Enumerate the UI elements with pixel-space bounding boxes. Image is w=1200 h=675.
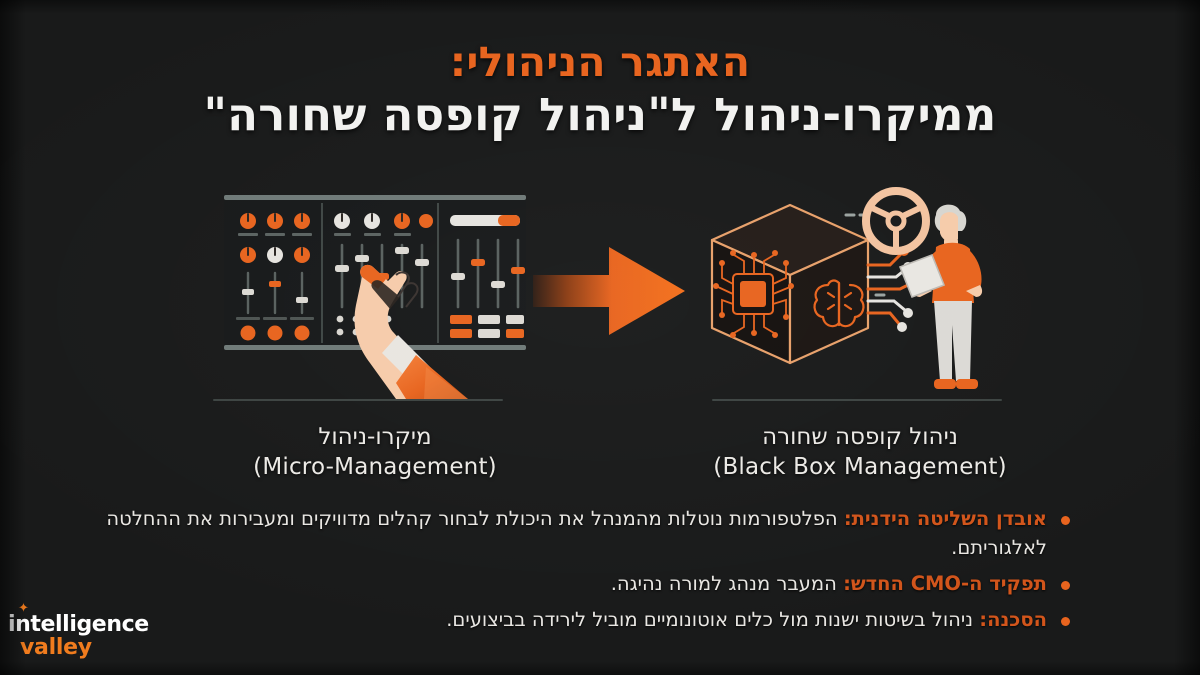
person-with-clipboard-icon: [898, 204, 983, 389]
divider-right: [712, 399, 1002, 401]
list-item: תפקיד ה-CMO החדש: המעבר מנהג למורה נהיגה…: [80, 570, 1070, 599]
bullet-lead: אובדן השליטה הידנית:: [843, 507, 1047, 530]
logo[interactable]: ✦ intelligence valley: [8, 602, 158, 660]
illustration-black-box-management: [700, 185, 1000, 400]
illustration-micro-management: [210, 185, 540, 400]
bullet-body: ניהול בשיטות ישנות מול כלים אוטונומיים מ…: [446, 607, 980, 631]
divider-left: [213, 399, 503, 401]
bullet-lead: תפקיד ה-CMO החדש:: [843, 571, 1047, 595]
bullet-dot-icon: [1061, 516, 1070, 525]
cube-icon: [710, 203, 870, 365]
caption-left-hebrew: מיקרו-ניהול: [318, 424, 432, 450]
bullet-lead: הסכנה:: [979, 607, 1047, 631]
caption-left-english: (Micro-Management): [253, 454, 497, 481]
title-line-2: ממיקרו-ניהול ל"ניהול קופסה שחורה": [203, 88, 997, 142]
bullet-body: המעבר מנהג למורה נהיגה.: [610, 571, 844, 595]
arrow-right-icon: [533, 243, 685, 339]
list-item: אובדן השליטה הידנית: הפלטפורמות נוטלות מ…: [80, 505, 1070, 563]
page-title: האתגר הניהולי: ממיקרו-ניהול ל"ניהול קופס…: [0, 38, 1200, 143]
steering-wheel-icon: [862, 187, 930, 255]
bullet-dot-icon: [1061, 580, 1070, 590]
black-box-ai-cube-icon: [710, 187, 983, 389]
bullet-text: אובדן השליטה הידנית: הפלטפורמות נוטלות מ…: [80, 505, 1061, 563]
bullet-body: הפלטפורמות נוטלות מהמנהל את היכולת לבחור…: [106, 507, 1047, 559]
caption-right-hebrew: ניהול קופסה שחורה: [762, 424, 958, 450]
logo-line-1: intelligence: [8, 611, 149, 637]
title-line-1: האתגר הניהולי:: [449, 38, 751, 86]
bullet-dot-icon: [1061, 616, 1070, 626]
mixing-console-icon: [224, 195, 526, 399]
bullet-text: תפקיד ה-CMO החדש: המעבר מנהג למורה נהיגה…: [80, 570, 1061, 599]
caption-black-box-management: ניהול קופסה שחורה (Black Box Management): [660, 422, 1060, 483]
bullet-list: אובדן השליטה הידנית: הפלטפורמות נוטלות מ…: [80, 505, 1070, 641]
list-item: הסכנה: ניהול בשיטות ישנות מול כלים אוטונ…: [80, 606, 1070, 635]
logo-line-2: valley: [20, 634, 92, 660]
hand-icon: [354, 264, 468, 399]
bullet-text: הסכנה: ניהול בשיטות ישנות מול כלים אוטונ…: [80, 606, 1061, 635]
caption-micro-management: מיקרו-ניהול (Micro-Management): [180, 422, 570, 483]
caption-right-english: (Black Box Management): [713, 454, 1007, 481]
sparkle-icon: ✦: [18, 600, 29, 616]
